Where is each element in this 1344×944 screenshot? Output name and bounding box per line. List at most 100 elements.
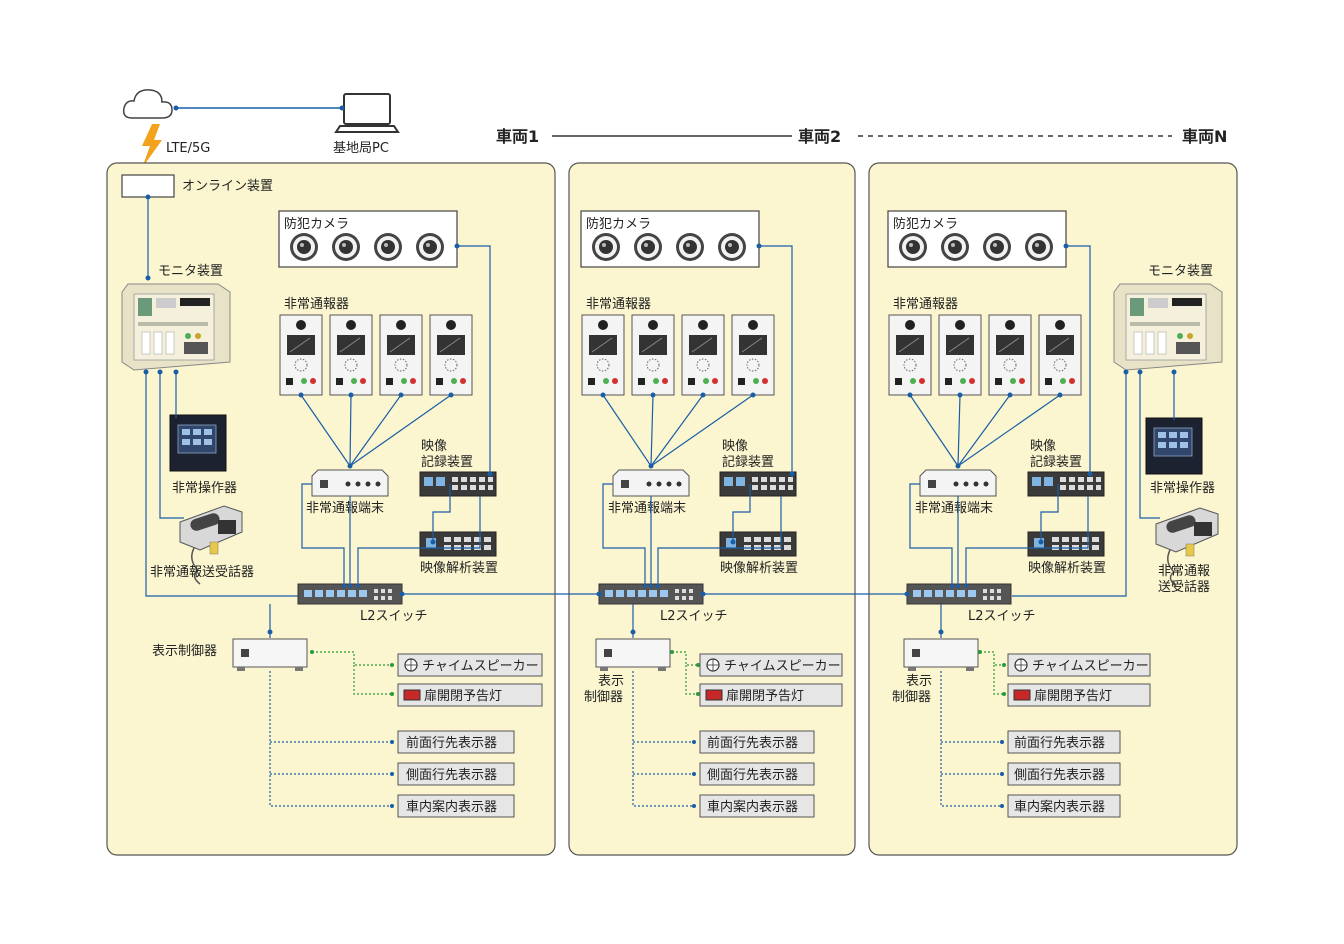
car1-intercom-4 [429, 314, 473, 396]
carN-recorder-label-2: 記録装置 [1030, 454, 1082, 470]
car2-camera-icon-4 [718, 233, 746, 261]
carN-front-display-label: 前面行先表示器 [1014, 735, 1105, 751]
car1-monitor-label: モニタ装置 [158, 264, 223, 279]
carN-intercom-2 [938, 314, 982, 396]
car2-side-display-box [699, 762, 815, 786]
car2-recorder-label-2: 記録装置 [722, 454, 774, 470]
car1-video-analyzer [419, 531, 497, 557]
car2-camera-icon-2 [634, 233, 662, 261]
carN-intercom-4 [1038, 314, 1082, 396]
car1-recorder-label-2: 記録装置 [421, 454, 473, 470]
carN-door-lamp-box [1007, 683, 1151, 707]
online-device [121, 174, 175, 198]
carN-recorder-label-1: 映像 [1030, 439, 1056, 454]
carN-display-controller [903, 638, 979, 672]
carN-analyzer-label: 映像解析装置 [1028, 561, 1106, 576]
car1-front-display-box [397, 730, 515, 754]
car2-lamp-icon [705, 689, 723, 701]
car1-video-recorder [419, 471, 497, 497]
car1-label: 車両1 [496, 127, 539, 146]
cloud-icon [122, 89, 173, 119]
carN-intercom-1 [888, 314, 932, 396]
car2-intercom-1 [581, 314, 625, 396]
carN-video-analyzer [1027, 531, 1105, 557]
car1-display-controller [232, 638, 308, 672]
laptop-icon [334, 93, 400, 133]
carN-camera-title: 防犯カメラ [893, 216, 958, 232]
car1-camera-icon-3 [374, 233, 402, 261]
carN-chime-label: チャイムスピーカー [1032, 659, 1149, 674]
car2-camera-icon-3 [676, 233, 704, 261]
car1-handset-label: 非常通報送受話器 [150, 564, 254, 580]
car1-display-ctrl-label: 表示制御器 [152, 644, 217, 659]
carN-side-display-box [1007, 762, 1121, 786]
carN-camera-icon-4 [1025, 233, 1053, 261]
carN-intercom-3 [988, 314, 1032, 396]
car1-intercom-3 [379, 314, 423, 396]
car2-display-ctrl-label-2: 制御器 [584, 690, 623, 705]
car1-camera-icon-2 [332, 233, 360, 261]
car1-terminal-label: 非常通報端末 [306, 501, 384, 516]
car2-chime-label: チャイムスピーカー [724, 659, 841, 674]
car2-label: 車両2 [798, 127, 841, 146]
car1-operator-panel [169, 414, 227, 472]
lightning-icon [142, 124, 162, 168]
car1-emergency-title: 非常通報器 [284, 297, 349, 312]
car2-intercom-3 [681, 314, 725, 396]
base-pc-label: 基地局PC [333, 141, 389, 156]
car2-switch-label: L2スイッチ [660, 609, 728, 624]
car1-camera-icon-4 [416, 233, 444, 261]
carN-door-lamp-label: 扉開閉予告灯 [1034, 688, 1112, 704]
carN-operator-label: 非常操作器 [1150, 480, 1215, 496]
carN-operator-panel [1145, 417, 1203, 475]
car2-display-controller [595, 638, 671, 672]
car2-recorder-label-1: 映像 [722, 439, 748, 454]
car2-video-recorder [719, 471, 797, 497]
car1-door-lamp-box [397, 683, 543, 707]
car2-analyzer-label: 映像解析装置 [720, 561, 798, 576]
carN-emergency-title: 非常通報器 [893, 297, 958, 312]
carN-camera-icon-2 [941, 233, 969, 261]
car2-inside-display-label: 車内案内表示器 [707, 799, 798, 815]
carN-camera-icon-1 [899, 233, 927, 261]
car1-recorder-label-1: 映像 [421, 439, 447, 454]
carN-monitor-label: モニタ装置 [1148, 264, 1213, 279]
car1-lamp-icon [403, 689, 421, 701]
car2-camera-icon-1 [592, 233, 620, 261]
car2-door-lamp-label: 扉開閉予告灯 [726, 688, 804, 704]
car1-analyzer-label: 映像解析装置 [420, 561, 498, 576]
carN-lamp-icon [1013, 689, 1031, 701]
carN-inside-display-box [1007, 794, 1121, 818]
car1-camera-title: 防犯カメラ [284, 216, 349, 232]
carN-display-ctrl-label-2: 制御器 [892, 690, 931, 705]
car2-terminal-label: 非常通報端末 [608, 501, 686, 516]
carN-display-ctrl-label-1: 表示 [906, 674, 932, 689]
car1-switch-label: L2スイッチ [360, 609, 428, 624]
carN-handset-label-1: 非常通報 [1158, 564, 1210, 579]
car2-intercom-2 [631, 314, 675, 396]
car1-side-display-label: 側面行先表示器 [406, 768, 497, 783]
carN-switch-label: L2スイッチ [968, 609, 1036, 624]
car1-monitor-device [121, 283, 231, 371]
car1-chime-label: チャイムスピーカー [422, 659, 539, 674]
carN-front-display-box [1007, 730, 1121, 754]
carN-chime-box [1007, 653, 1151, 677]
car1-side-display-box [397, 762, 515, 786]
car2-door-lamp-box [699, 683, 843, 707]
car1-inside-display-box [397, 794, 515, 818]
carN-terminal-label: 非常通報端末 [915, 501, 993, 516]
car2-emergency-title: 非常通報器 [586, 297, 651, 312]
car2-intercom-4 [731, 314, 775, 396]
car2-front-display-label: 前面行先表示器 [707, 735, 798, 751]
car2-inside-display-box [699, 794, 815, 818]
carN-monitor-device [1113, 283, 1223, 371]
carN-handset-label-2: 送受話器 [1158, 579, 1210, 595]
car2-side-display-label: 側面行先表示器 [707, 768, 798, 783]
car1-camera-icon-1 [290, 233, 318, 261]
online-label: オンライン装置 [182, 179, 273, 194]
carN-emergency-terminal [919, 469, 997, 497]
carN-label: 車両N [1182, 127, 1227, 146]
car1-chime-box [397, 653, 543, 677]
carN-video-recorder [1027, 471, 1105, 497]
